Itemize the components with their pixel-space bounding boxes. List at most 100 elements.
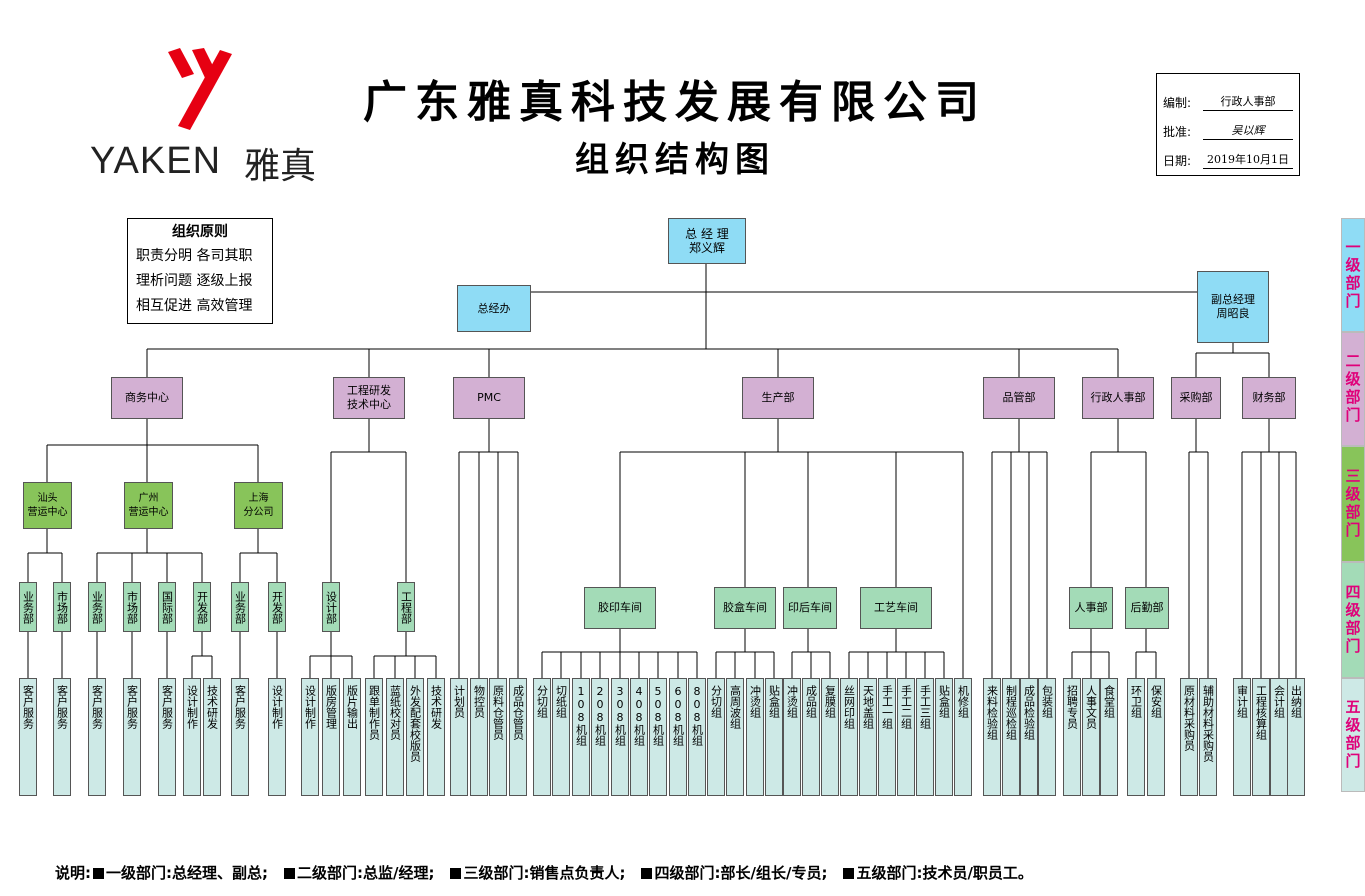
principles-title: 组织原则 [172, 224, 228, 240]
node-level5-group: 机修组 [954, 678, 972, 796]
node-level4-dept: 业务部 [19, 582, 37, 632]
node-label: 复膜组 [823, 685, 837, 718]
node-label: 客户服务 [160, 685, 174, 729]
legend-level-3: 三级部门 [1341, 446, 1365, 562]
node-level2-dept: 生产部 [742, 377, 814, 419]
principles-box: 组织原则 职责分明 各司其职 理析问题 逐级上报 相互促进 高效管理 [127, 218, 273, 324]
node-level5-group: 跟单制作员 [365, 678, 383, 796]
node-level5-group: 608机组 [669, 678, 687, 796]
node-level5-group: 客户服务 [123, 678, 141, 796]
square-icon [284, 868, 295, 879]
node-level5-group: 外发配套校版员 [406, 678, 424, 796]
principle-line: 理析问题 逐级上报 [136, 273, 253, 289]
date-value: 2019年10月1日 [1203, 151, 1293, 169]
node-level5-group: 保安组 [1147, 678, 1165, 796]
node-level2-dept: 采购部 [1171, 377, 1221, 419]
node-level4-dept: 业务部 [88, 582, 106, 632]
node-level3-center: 上海 分公司 [234, 482, 283, 529]
node-label: 招聘专员 [1065, 685, 1079, 729]
principle-line: 相互促进 高效管理 [136, 298, 253, 314]
node-label: 制程巡检组 [1004, 685, 1018, 740]
node-label: 人事文员 [1084, 685, 1098, 729]
node-level5-group: 客户服务 [53, 678, 71, 796]
node-level5-group: 设计制作 [183, 678, 201, 796]
square-icon [93, 868, 104, 879]
node-level5-group: 食堂组 [1100, 678, 1118, 796]
node-label: 切纸组 [554, 685, 568, 718]
footer-item: 一级部门:总经理、副总; [106, 864, 268, 882]
node-level4-dept: 市场部 [53, 582, 71, 632]
node-level4-dept: 设计部 [322, 582, 340, 632]
node-label: 成品仓管员 [511, 685, 525, 740]
node-label: 308机组 [613, 685, 627, 746]
node-level5-group: 808机组 [688, 678, 706, 796]
node-label: 计划员 [452, 685, 466, 718]
node-label: 508机组 [651, 685, 665, 746]
node-label: 设计部 [324, 590, 338, 624]
node-level5-group: 原料仓管员 [489, 678, 507, 796]
node-label: 设计制作 [185, 685, 199, 729]
node-label: 市场部 [55, 590, 69, 624]
logo-cn-text: 雅真 [244, 146, 317, 187]
node-level5-group: 出纳组 [1287, 678, 1305, 796]
node-level4-dept: 国际部 [158, 582, 176, 632]
legend-level-4: 四级部门 [1341, 562, 1365, 678]
node-level4-workshop: 胶印车间 [584, 587, 656, 629]
node-level5-group: 版房管理 [322, 678, 340, 796]
node-level5-group: 来料检验组 [983, 678, 1001, 796]
node-level2-dept: PMC [453, 377, 525, 419]
node-label: 外发配套校版员 [408, 685, 422, 762]
node-label: 业务部 [90, 590, 104, 624]
node-label: 成品组 [804, 685, 818, 718]
node-label: 来料检验组 [985, 685, 999, 740]
node-level5-group: 客户服务 [231, 678, 249, 796]
node-level4-dept: 业务部 [231, 582, 249, 632]
node-level5-group: 成品检验组 [1020, 678, 1038, 796]
node-label: 物控员 [472, 685, 486, 718]
node-label: 开发部 [270, 590, 284, 624]
node-level5-group: 成品组 [802, 678, 820, 796]
node-deputy-gm: 副总经理 周昭良 [1197, 271, 1269, 343]
node-level5-group: 会计组 [1270, 678, 1288, 796]
footer-prefix: 说明: [55, 864, 91, 882]
node-level4-dept: 开发部 [268, 582, 286, 632]
node-label: 出纳组 [1289, 685, 1303, 718]
footer-item: 三级部门:销售点负责人; [463, 864, 626, 882]
node-level5-group: 计划员 [450, 678, 468, 796]
node-level5-group: 版片输出 [343, 678, 361, 796]
node-level5-group: 审计组 [1233, 678, 1251, 796]
node-label: 分切组 [709, 685, 723, 718]
node-level5-group: 冲烫组 [783, 678, 801, 796]
approval-box: 编制:行政人事部 批准:吴以辉 日期:2019年10月1日 [1156, 73, 1300, 176]
node-label: 客户服务 [125, 685, 139, 729]
logo-text: YAKEN [90, 140, 222, 182]
node-level5-group: 原材料采购员 [1180, 678, 1198, 796]
node-label: 408机组 [632, 685, 646, 746]
square-icon [450, 868, 462, 879]
node-level5-group: 制程巡检组 [1002, 678, 1020, 796]
node-level4-workshop: 后勤部 [1125, 587, 1169, 629]
node-level4-workshop: 工艺车间 [860, 587, 932, 629]
node-level5-group: 高周波组 [726, 678, 744, 796]
node-label: 工程核算组 [1254, 685, 1268, 740]
node-level5-group: 客户服务 [19, 678, 37, 796]
node-level2-dept: 品管部 [983, 377, 1055, 419]
node-level5-group: 辅助材料采购员 [1199, 678, 1217, 796]
node-level5-group: 成品仓管员 [509, 678, 527, 796]
node-label: 会计组 [1272, 685, 1286, 718]
node-label: 市场部 [125, 590, 139, 624]
node-level2-dept: 工程研发 技术中心 [333, 377, 405, 419]
node-label: 原材料采购员 [1182, 685, 1196, 751]
node-label: 技术研发 [205, 685, 219, 729]
node-level5-group: 蓝纸校对员 [386, 678, 404, 796]
node-label: 208机组 [593, 685, 607, 746]
node-level5-group: 复膜组 [821, 678, 839, 796]
node-label: 包装组 [1040, 685, 1054, 718]
node-label: 成品检验组 [1022, 685, 1036, 740]
square-icon [641, 868, 653, 879]
approve-signature: 吴以辉 [1203, 122, 1293, 140]
editor-label: 编制: [1163, 96, 1192, 110]
node-level4-dept: 开发部 [193, 582, 211, 632]
node-label: 冲烫组 [748, 685, 762, 718]
node-level4-workshop: 印后车间 [783, 587, 837, 629]
